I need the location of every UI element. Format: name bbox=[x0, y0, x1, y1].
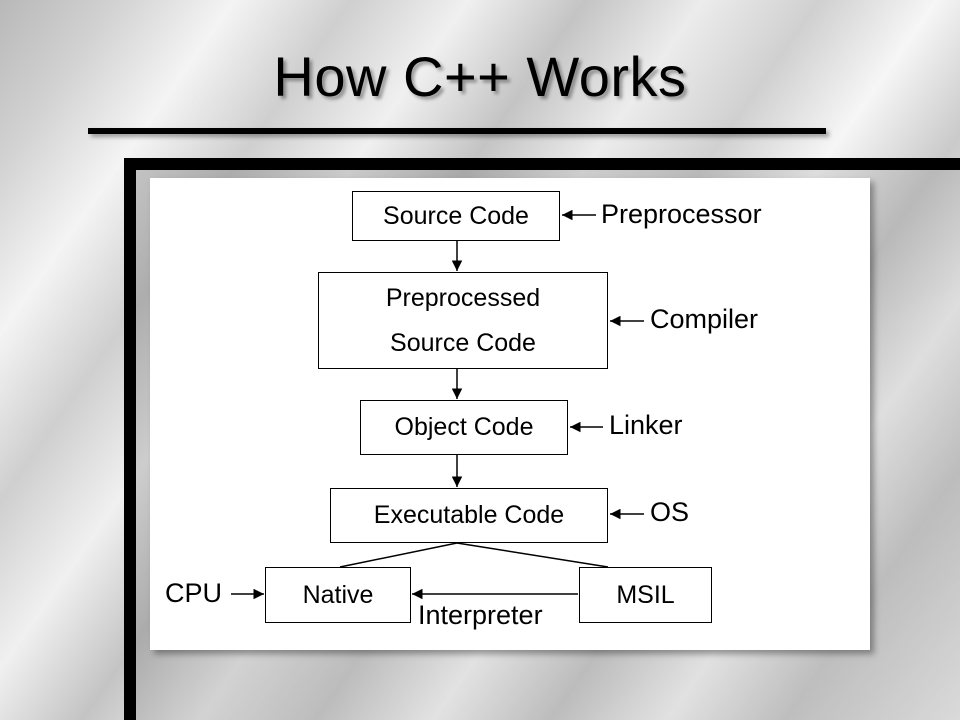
linker-label: Linker bbox=[609, 410, 683, 440]
preprocessor-label: Preprocessor bbox=[601, 199, 762, 229]
preprocessed-source-code-box: Preprocessed Source Code bbox=[318, 272, 608, 369]
source-code-box: Source Code bbox=[352, 191, 560, 241]
slide-title: How C++ Works bbox=[273, 45, 687, 108]
executable-code-box: Executable Code bbox=[330, 488, 608, 543]
object-code-box: Object Code bbox=[360, 400, 568, 455]
native-box: Native bbox=[265, 567, 411, 623]
msil-box: MSIL bbox=[579, 567, 712, 623]
cpu-label: CPU bbox=[165, 578, 223, 608]
frame-border-top bbox=[124, 158, 960, 170]
interpreter-label: Interpreter bbox=[418, 600, 543, 630]
os-label: OS bbox=[650, 497, 690, 527]
frame-border-left bbox=[124, 158, 136, 720]
compiler-label: Compiler bbox=[650, 304, 759, 334]
preprocessed-line-1: Preprocessed bbox=[385, 283, 541, 312]
title-underline bbox=[88, 128, 826, 134]
branch-line-native bbox=[339, 542, 458, 568]
preprocessed-line-2: Source Code bbox=[390, 328, 536, 357]
branch-line-msil bbox=[456, 542, 609, 568]
